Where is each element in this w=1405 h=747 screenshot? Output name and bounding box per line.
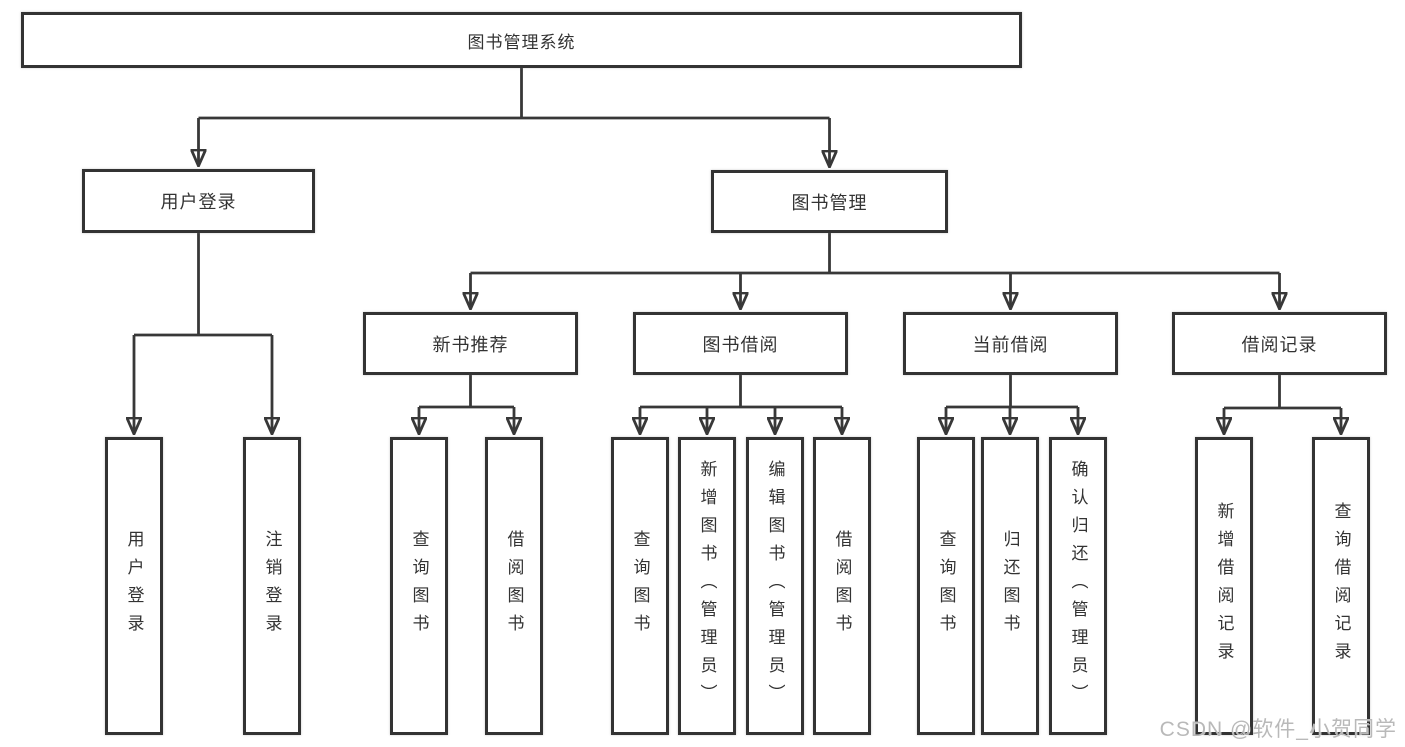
leaf-current-return-books: 归还图书: [981, 437, 1039, 735]
edge-new-book-rec-to-leaves: [419, 375, 514, 433]
edge-root-to-level2: [199, 68, 830, 166]
edge-book-borrow-to-leaves: [640, 375, 842, 433]
leaf-current-query-books-label: 查询图书: [936, 530, 956, 642]
leaf-current-confirm-return-admin-label: 确认归还（管理员）: [1068, 460, 1088, 712]
node-book-management: 图书管理: [711, 170, 948, 233]
leaf-rec-query-books: 查询图书: [390, 437, 448, 735]
leaf-borrow-query-books: 查询图书: [611, 437, 669, 735]
edge-book-mgmt-to-level3: [471, 233, 1280, 308]
leaf-borrow-add-books-admin-label: 新增图书（管理员）: [697, 460, 717, 712]
node-book-borrowing-label: 图书借阅: [702, 334, 779, 355]
node-library-system-label: 图书管理系统: [467, 32, 576, 52]
leaf-borrow-edit-books-admin: 编辑图书（管理员）: [746, 437, 804, 735]
leaf-borrow-borrow-books: 借阅图书: [813, 437, 871, 735]
node-borrow-records: 借阅记录: [1172, 312, 1387, 375]
leaf-user-login: 用户登录: [105, 437, 163, 735]
node-user-login: 用户登录: [82, 169, 315, 233]
leaf-record-query-borrow-record: 查询借阅记录: [1312, 437, 1370, 735]
leaf-rec-query-books-label: 查询图书: [409, 530, 429, 642]
edge-user-login-to-leaves: [134, 233, 272, 433]
leaf-record-query-borrow-record-label: 查询借阅记录: [1331, 502, 1351, 670]
leaf-current-return-books-label: 归还图书: [1000, 530, 1020, 642]
edge-current-borrow-to-leaves: [946, 375, 1078, 433]
node-book-borrowing: 图书借阅: [633, 312, 848, 375]
leaf-borrow-add-books-admin: 新增图书（管理员）: [678, 437, 736, 735]
leaf-rec-borrow-books: 借阅图书: [485, 437, 543, 735]
leaf-record-add-borrow-record: 新增借阅记录: [1195, 437, 1253, 735]
leaf-user-login-label: 用户登录: [124, 530, 144, 642]
node-new-book-recommend-label: 新书推荐: [432, 334, 509, 355]
leaf-logout: 注销登录: [243, 437, 301, 735]
node-borrow-records-label: 借阅记录: [1241, 334, 1318, 355]
edge-borrow-record-to-leaves: [1224, 375, 1341, 433]
leaf-current-query-books: 查询图书: [917, 437, 975, 735]
node-new-book-recommend: 新书推荐: [363, 312, 578, 375]
leaf-rec-borrow-books-label: 借阅图书: [504, 530, 524, 642]
leaf-current-confirm-return-admin: 确认归还（管理员）: [1049, 437, 1107, 735]
leaf-record-add-borrow-record-label: 新增借阅记录: [1214, 502, 1234, 670]
leaf-logout-label: 注销登录: [262, 530, 282, 642]
node-user-login-label: 用户登录: [160, 192, 237, 212]
node-book-management-label: 图书管理: [791, 192, 868, 213]
node-current-borrowing-label: 当前借阅: [972, 334, 1049, 355]
leaf-borrow-borrow-books-label: 借阅图书: [832, 530, 852, 642]
leaf-borrow-query-books-label: 查询图书: [630, 530, 650, 642]
node-current-borrowing: 当前借阅: [903, 312, 1118, 375]
leaf-borrow-edit-books-admin-label: 编辑图书（管理员）: [765, 460, 785, 712]
node-library-system: 图书管理系统: [21, 12, 1022, 68]
